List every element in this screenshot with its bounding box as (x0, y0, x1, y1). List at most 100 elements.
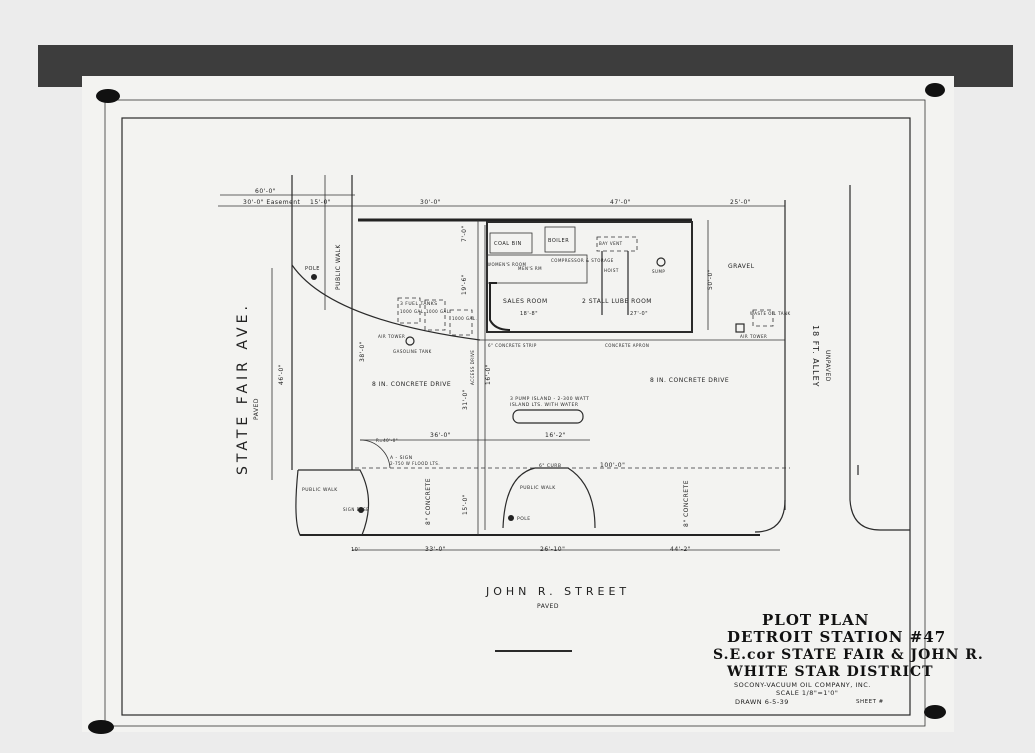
label-drive-west: 8 IN. CONCRETE DRIVE (372, 381, 451, 388)
label-gasoline-tank: GASOLINE TANK (393, 349, 432, 354)
room-sump: SUMP (652, 269, 665, 274)
label-public-walk-2: PUBLIC WALK (520, 485, 556, 491)
dim: 10' (351, 547, 360, 553)
drawing-mark (405, 336, 415, 346)
drawing-mark (489, 232, 533, 254)
drawing-mark (596, 236, 638, 252)
label-sign: A - SIGN (390, 455, 413, 461)
label-pole: POLE (305, 266, 320, 272)
street-sub-alley: UNPAVED (824, 350, 831, 382)
drawing-mark (424, 299, 446, 331)
label-island: 3 PUMP ISLAND - 2-300 WATT (510, 396, 589, 402)
dim: 60'-0" (255, 188, 276, 195)
dim: 30'-0" (420, 199, 441, 206)
label-flood: 2-750 W FLOOD LTS. (390, 461, 440, 466)
pin-icon (924, 705, 946, 719)
dim: 26'-10" (540, 546, 565, 553)
dim: 31'-0" (462, 389, 469, 410)
paper-sheet (82, 76, 954, 732)
dim: 33'-0" (425, 546, 446, 553)
label-waste-oil: WASTE OIL TANK (750, 311, 791, 316)
dim: 44'-2" (670, 546, 691, 553)
label-sign-base: SIGN BASE (343, 507, 369, 512)
dim: 46'-0" (278, 364, 285, 385)
inner-border (121, 117, 911, 716)
title-scale: SCALE 1/8"=1'0" (776, 689, 838, 697)
title-drawn: DRAWN 6-5-39 (735, 698, 789, 706)
drawing-mark (295, 469, 370, 536)
pin-icon (96, 89, 120, 103)
outer-border (104, 99, 926, 727)
drawing-mark (489, 282, 511, 331)
label-air-tower-e: AIR TOWER (740, 334, 767, 339)
title-company: SOCONY-VACUUM OIL COMPANY, INC. (734, 681, 871, 689)
label-pole-2: POLE (517, 516, 531, 522)
dim: 47'-0" (610, 199, 631, 206)
pin-icon (925, 83, 945, 97)
label-gravel: GRAVEL (728, 263, 755, 270)
label-air-tower-w: AIR TOWER (378, 334, 405, 339)
street-label-john-r: JOHN R. STREET (485, 585, 630, 598)
dimension-labels: 60'-0" 30'-0" Easement 15'-0" 30'-0" 47'… (243, 188, 751, 553)
room-mens: MEN'S RM (518, 266, 542, 271)
drawing-mark (449, 309, 473, 336)
label-drive-east: 8 IN. CONCRETE DRIVE (650, 377, 729, 384)
drawing-mark (311, 274, 317, 280)
drawing-mark (397, 297, 421, 324)
street-label-state-fair: STATE FAIR AVE. (235, 302, 251, 475)
street-sub-state-fair: PAVED (253, 398, 260, 420)
street-label-alley: 18 FT. ALLEY (811, 325, 820, 388)
room-coal-bin: COAL BIN (494, 241, 522, 247)
dim: 7'-0" (461, 225, 468, 242)
dim: 25'-0" (730, 199, 751, 206)
title-block: PLOT PLAN DETROIT STATION #47 S.E.cor ST… (713, 611, 984, 706)
label-concrete-east: 8" CONCRETE (683, 480, 690, 527)
label-fuel-tanks: 3 FUEL TANKS (400, 301, 438, 307)
label-concrete-apron: CONCRETE APRON (605, 343, 649, 348)
dim: 30'-0" Easement (243, 199, 301, 206)
drawing-mark (656, 257, 666, 267)
title-location: S.E.cor STATE FAIR & JOHN R. (713, 647, 984, 663)
dim: 15'-0" (310, 199, 331, 206)
drawing-mark (544, 226, 576, 253)
label-access-drive: ACCESS DRIVE (470, 350, 475, 385)
label-concrete-west: 8" CONCRETE (425, 478, 432, 525)
room-compressor: COMPRESSOR & STORAGE (551, 258, 614, 263)
drawing-mark (358, 507, 364, 513)
site-lines (218, 175, 910, 652)
label-curb: 6" CURB (539, 463, 562, 469)
drawing-mark (754, 499, 786, 533)
street-sub-john-r: PAVED (537, 603, 559, 610)
dim: 16'-0" (485, 364, 492, 385)
drawing-mark (508, 515, 514, 521)
drawing-mark (502, 467, 596, 529)
pin-icon (88, 720, 114, 734)
drawing-mark (752, 309, 774, 327)
title-station: DETROIT STATION #47 (727, 628, 946, 646)
drawing-mark (291, 264, 481, 341)
room-sales: SALES ROOM (503, 298, 548, 305)
dim: 36'-0" (430, 432, 451, 439)
dim: R=40'-0" (376, 438, 398, 443)
title-sheet: SHEET # (856, 699, 884, 705)
label-tank-3: 1000 GAL. (452, 316, 477, 321)
drawing-mark (512, 409, 584, 424)
title-plot-plan: PLOT PLAN (762, 611, 869, 629)
drawing-mark (359, 439, 391, 469)
label-concrete-strip: 6" CONCRETE STRIP (488, 343, 537, 348)
room-bay: BAY VENT (599, 241, 623, 246)
dim: 15'-0" (462, 494, 469, 515)
label-public-walk: PUBLIC WALK (335, 244, 342, 290)
room-womens: WOMEN'S ROOM (487, 262, 527, 267)
room-boiler: BOILER (548, 238, 569, 244)
drawing-mark (486, 254, 588, 284)
site-labels: PUBLIC WALK POLE 3 FUEL TANKS 1000 GAL. … (302, 244, 791, 527)
label-tank-1: 1000 GAL. (400, 309, 425, 314)
label-island-2: ISLAND LTS. WITH WATER (510, 402, 578, 408)
dim: 50'-0" (707, 269, 714, 290)
dim: 19'-6" (461, 274, 468, 295)
label-public-walk-3: PUBLIC WALK (302, 487, 338, 493)
room-hoist: HOIST (604, 268, 619, 273)
